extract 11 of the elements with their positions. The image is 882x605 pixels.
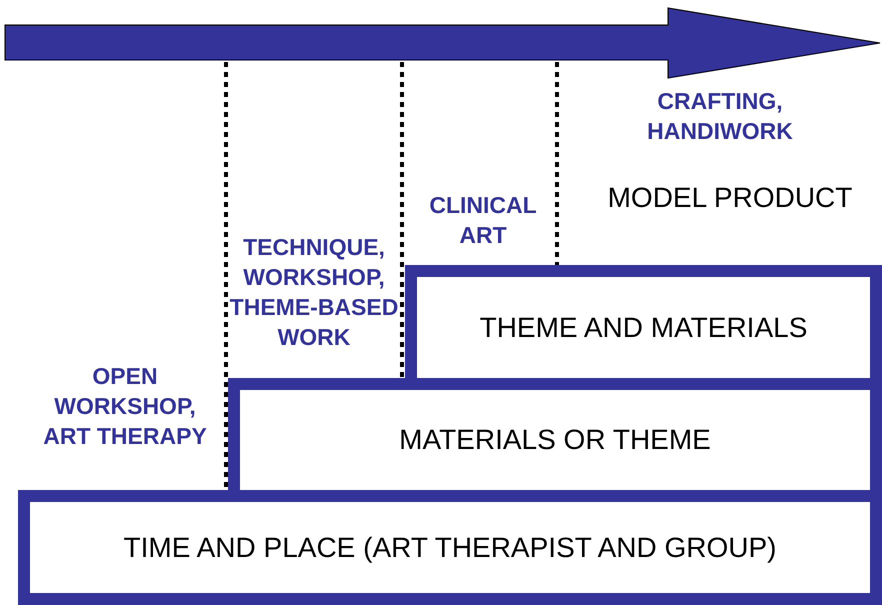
category-label: TECHNIQUE, WORKSHOP, THEME-BASED WORK xyxy=(229,233,399,352)
product-label: MODEL PRODUCT xyxy=(606,181,854,215)
step-box xyxy=(18,490,882,605)
step-label: THEME AND MATERIALS xyxy=(480,312,808,344)
category-label: CLINICAL ART xyxy=(428,191,538,250)
step-box xyxy=(405,265,882,378)
step-label: TIME AND PLACE (ART THERAPIST AND GROUP) xyxy=(124,532,776,564)
category-label: CRAFTING, HANDIWORK xyxy=(646,87,794,146)
step-box xyxy=(228,378,882,490)
step-label: MATERIALS OR THEME xyxy=(399,424,711,456)
category-label: OPEN WORKSHOP, ART THERAPY xyxy=(42,362,208,451)
